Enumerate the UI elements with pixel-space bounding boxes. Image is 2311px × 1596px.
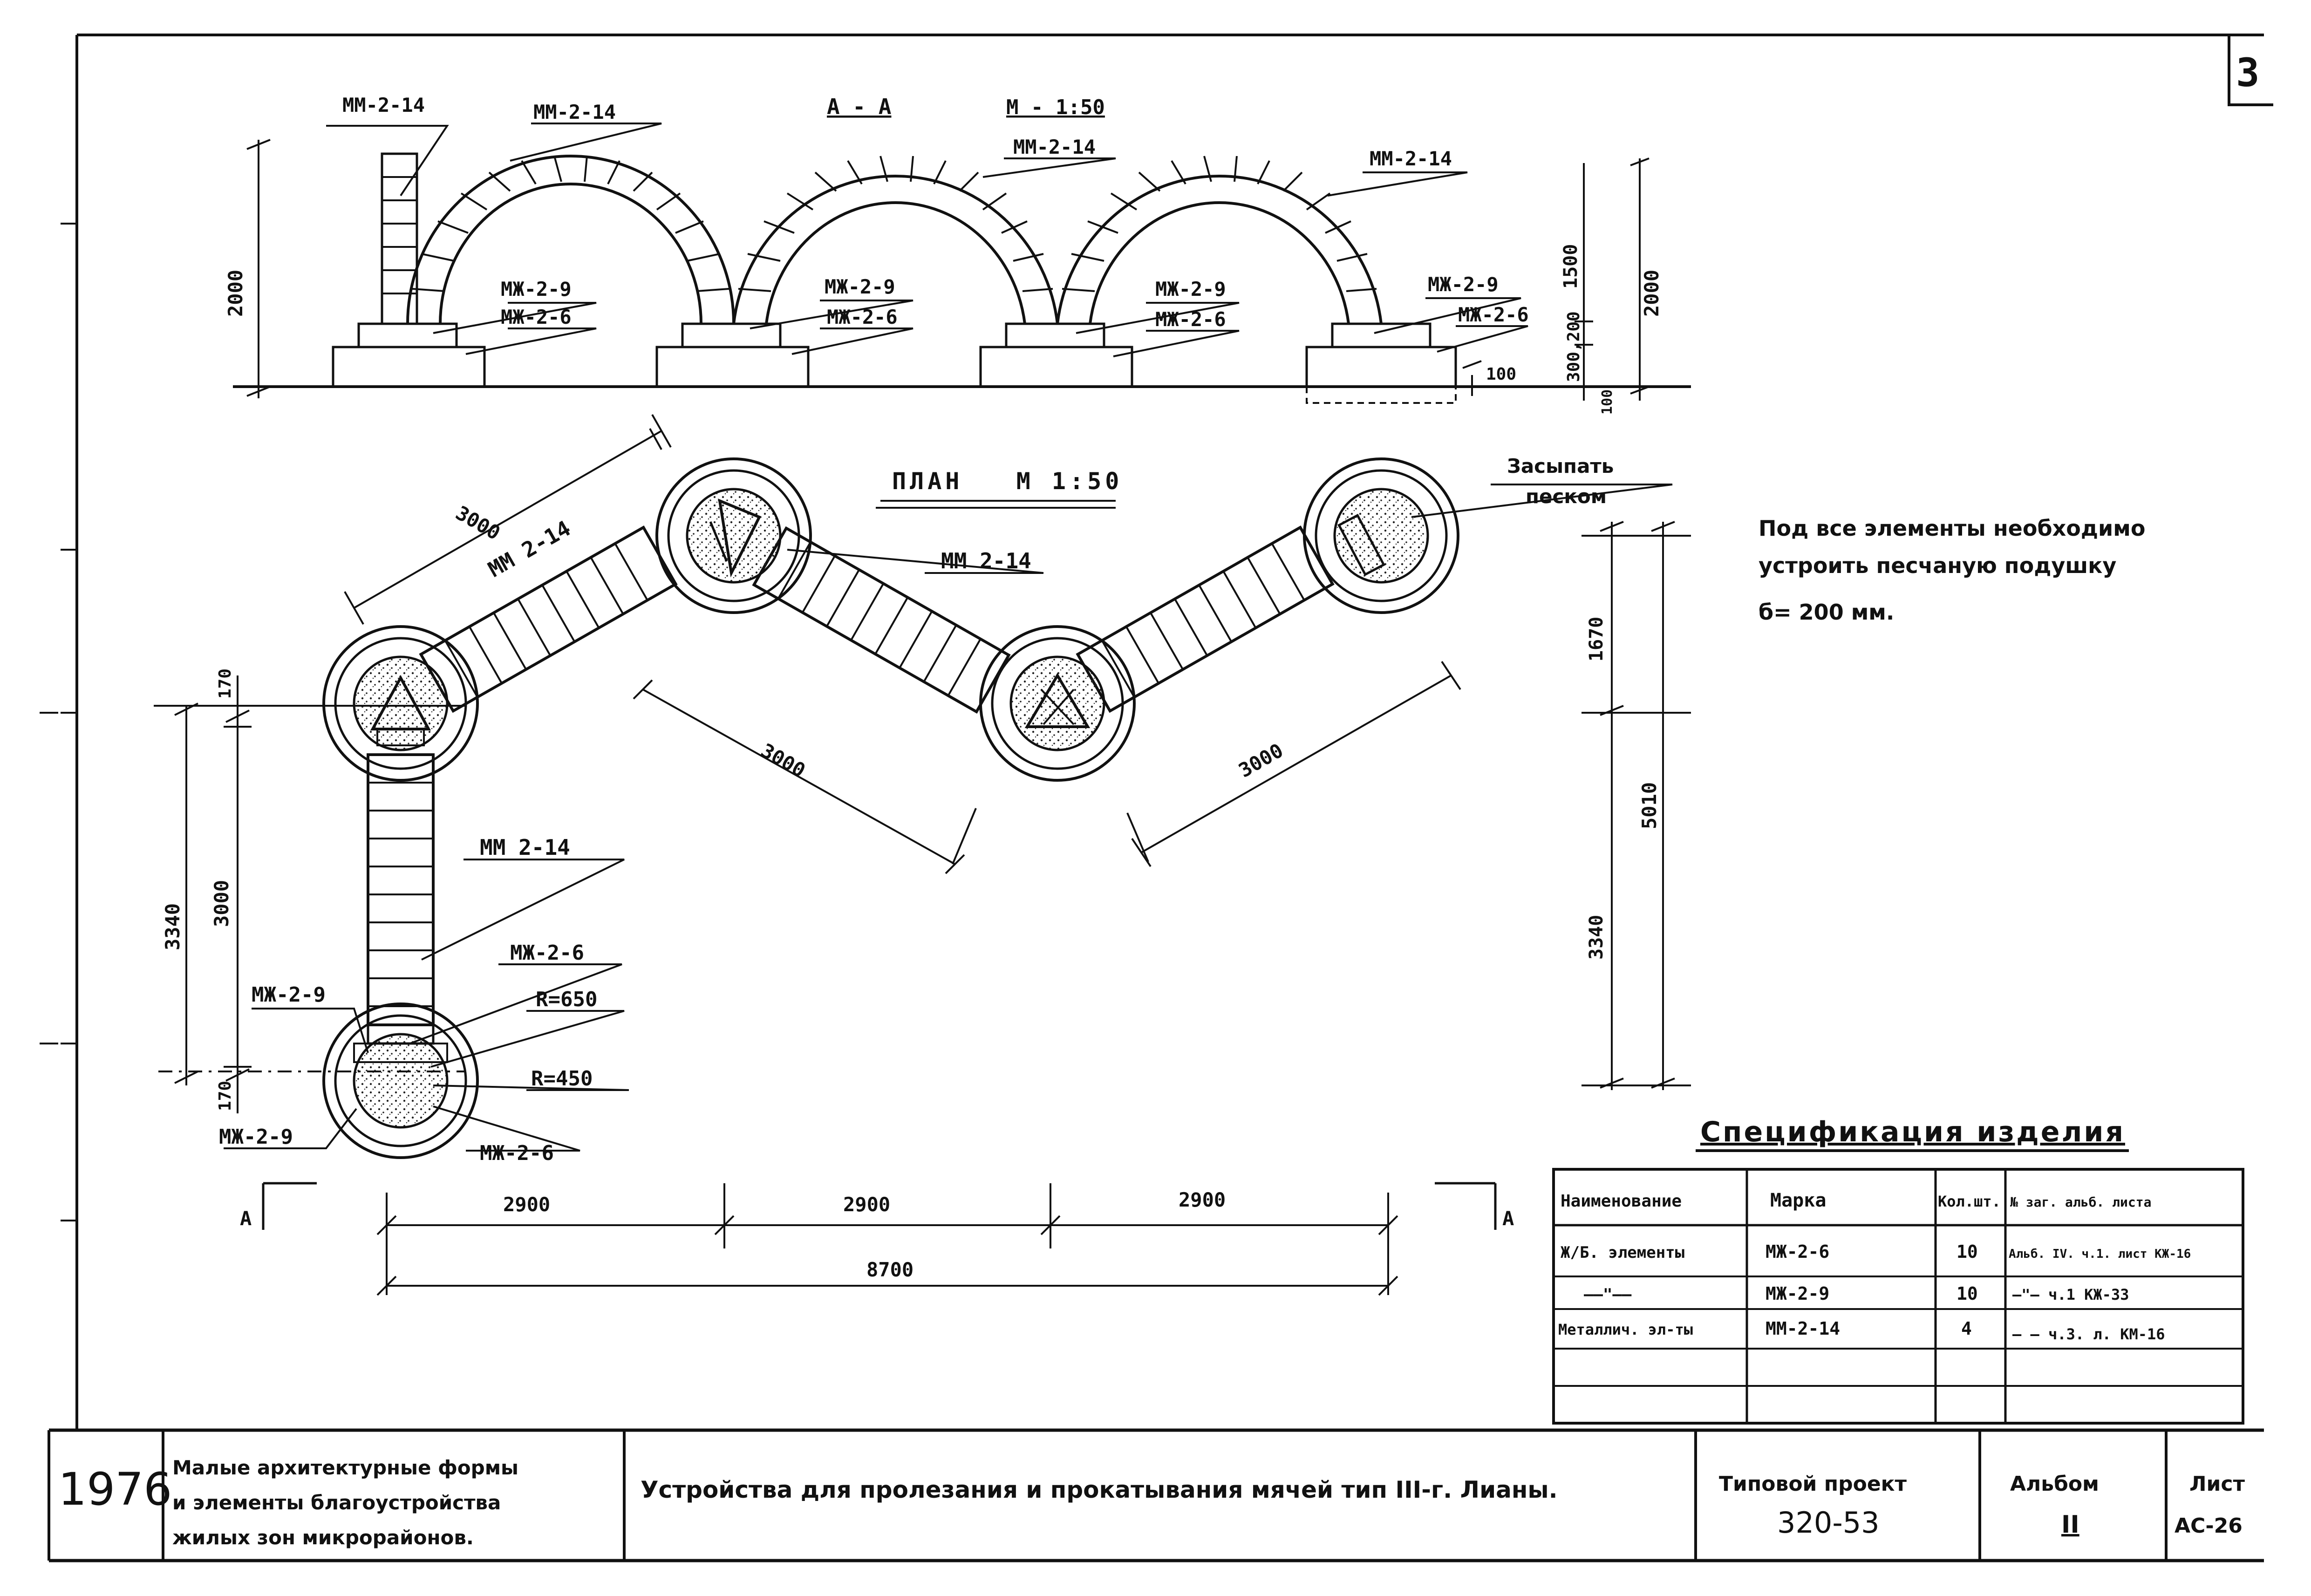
dim-height-right: 2000: [1640, 270, 1663, 317]
dim-2900-2: 2900: [843, 1193, 890, 1216]
label-mm-arch-3: ММ-2-14: [1370, 147, 1452, 170]
dim-3000-c: 3000: [1235, 739, 1287, 782]
dim-3340-left: 3340: [161, 903, 184, 950]
dim-3000-a: 3000: [452, 501, 504, 545]
title-series-line-1: Малые архитектурные формы: [172, 1456, 518, 1479]
spec-header-mark: Марка: [1770, 1190, 1826, 1211]
spec-header-qty: Кол.шт.: [1938, 1193, 2001, 1210]
dim-1500: 1500: [1560, 244, 1582, 289]
corner-number-box: 3: [2228, 35, 2273, 106]
sheet-frame: [48, 34, 2264, 1562]
dim-2900-3: 2900: [1179, 1188, 1226, 1211]
plan-view: А А ПЛАН М 1:50 Засыпать песком ММ 2-14 …: [40, 414, 1691, 1296]
label-mzh9-c: МЖ-2-9: [1155, 278, 1226, 300]
dim-height-left: 2000: [224, 270, 247, 317]
drawing-title: Устройства для пролезания и прокатывания…: [641, 1476, 1558, 1503]
edge-ticks: [61, 223, 77, 1221]
label-r650: R=650: [536, 988, 597, 1011]
fill-note-line-1: Засыпать: [1507, 455, 1614, 477]
title-year: 1976: [58, 1463, 172, 1515]
corner-number: 3: [2236, 50, 2260, 95]
footing-3: [979, 625, 1136, 782]
dim-300-200: 300,200: [1564, 311, 1583, 382]
project-label: Типовой проект: [1719, 1472, 1907, 1496]
label-mm-arch-2: ММ-2-14: [1013, 136, 1096, 158]
dim-100: 100: [1486, 365, 1516, 384]
note-line-2: устроить песчаную подушку: [1759, 553, 2116, 578]
footing-1: [322, 625, 479, 782]
label-mzh6-c: МЖ-2-6: [1155, 308, 1226, 331]
spec-cell: 10: [1957, 1283, 1978, 1304]
label-mzh9-left: МЖ-2-9: [252, 983, 326, 1007]
walkway-vertical: [367, 753, 435, 1026]
spec-cell: 4: [1961, 1318, 1972, 1339]
dim-8700: 8700: [866, 1258, 913, 1281]
label-mm-post: ММ-2-14: [342, 94, 425, 116]
label-mzh9-a: МЖ-2-9: [501, 278, 572, 300]
section-a-a: ММ-2-14 ММ-2-14 А - А М - 1:50 ММ-2-14 М…: [224, 94, 1691, 415]
spec-cell: Металлич. эл-ты: [1558, 1321, 1693, 1338]
section-mark-left: А: [240, 1207, 252, 1230]
title-block: 1976 Малые архитектурные формы и элемент…: [58, 1430, 2245, 1561]
dim-170-top: 170: [216, 668, 235, 699]
section-title: А - А: [827, 94, 891, 119]
spec-cell: — — ч.3. л. КМ-16: [2012, 1325, 2165, 1343]
section-mark-right: А: [1502, 1207, 1514, 1230]
note-line-1: Под все элементы необходимо: [1759, 516, 2145, 541]
spec-title: Спецификация изделия: [1700, 1116, 2125, 1148]
title-series-line-2: и элементы благоустройства: [172, 1491, 501, 1514]
dim-3340-right: 3340: [1586, 915, 1607, 960]
dim-100-bottom: 100: [1599, 389, 1616, 415]
spec-cell: 10: [1957, 1241, 1978, 1262]
dim-1670: 1670: [1586, 617, 1607, 662]
label-mzh9-d: МЖ-2-9: [1428, 273, 1499, 296]
label-mzh6-a: МЖ-2-6: [501, 306, 572, 328]
label-mzh6-bottom: МЖ-2-6: [480, 1141, 554, 1165]
note-line-3: б= 200 мм.: [1759, 600, 1894, 625]
spec-table: Спецификация изделия Наименование Марка …: [1552, 1116, 2244, 1425]
spec-cell: —"— ч.1 КЖ-33: [2012, 1286, 2129, 1303]
section-scale: М - 1:50: [1006, 95, 1105, 119]
sheet-number: АС-26: [2175, 1514, 2243, 1538]
dim-3000-vertical: 3000: [210, 880, 233, 927]
dim-5010: 5010: [1638, 782, 1661, 829]
label-mzh6-top: МЖ-2-6: [510, 941, 584, 965]
spec-cell: ——"——: [1584, 1285, 1632, 1304]
plan-dimensions: [174, 414, 1691, 1296]
album-number: II: [2061, 1511, 2079, 1539]
walkway-seg-1: [419, 525, 678, 713]
label-mm-arch-1: ММ-2-14: [533, 101, 616, 123]
label-mzh6-d: МЖ-2-6: [1458, 303, 1529, 326]
spec-cell: Альб. IV. ч.1. лист КЖ-16: [2009, 1247, 2191, 1261]
spec-cell: МЖ-2-9: [1766, 1283, 1829, 1304]
title-series-line-3: жилых зон микрорайонов.: [172, 1526, 474, 1549]
footing-2: [655, 457, 812, 614]
general-note: Под все элементы необходимо устроить пес…: [1759, 516, 2145, 625]
walkway-seg-3: [1076, 525, 1335, 713]
label-r450: R=450: [531, 1067, 593, 1091]
label-mzh9-bottom: МЖ-2-9: [219, 1125, 293, 1149]
spec-header-name: Наименование: [1561, 1192, 1682, 1211]
project-number: 320-53: [1777, 1506, 1880, 1540]
footing-4: [1303, 457, 1459, 614]
sheet-label: Лист: [2189, 1472, 2245, 1496]
spec-cell: ММ-2-14: [1766, 1318, 1840, 1339]
album-label: Альбом: [2010, 1472, 2099, 1496]
spec-cell: Ж/Б. элементы: [1561, 1243, 1684, 1262]
footing-5: [322, 1003, 479, 1159]
dim-3000-b: 3000: [757, 739, 809, 782]
plan-title: ПЛАН М 1:50: [892, 468, 1123, 495]
label-mzh9-b: МЖ-2-9: [825, 275, 895, 298]
spec-header-ref: № заг. альб. листа: [2010, 1194, 2151, 1210]
dim-2900-1: 2900: [503, 1193, 550, 1216]
dim-170-bottom: 170: [216, 1081, 235, 1111]
label-mm-seg-2: ММ 2-14: [941, 548, 1031, 573]
spec-cell: МЖ-2-6: [1766, 1241, 1829, 1262]
fill-note-line-2: песком: [1526, 485, 1607, 508]
label-mm-vertical: ММ 2-14: [480, 835, 570, 860]
section-cut-marks: [262, 1182, 1497, 1230]
label-mzh6-b: МЖ-2-6: [827, 306, 898, 328]
